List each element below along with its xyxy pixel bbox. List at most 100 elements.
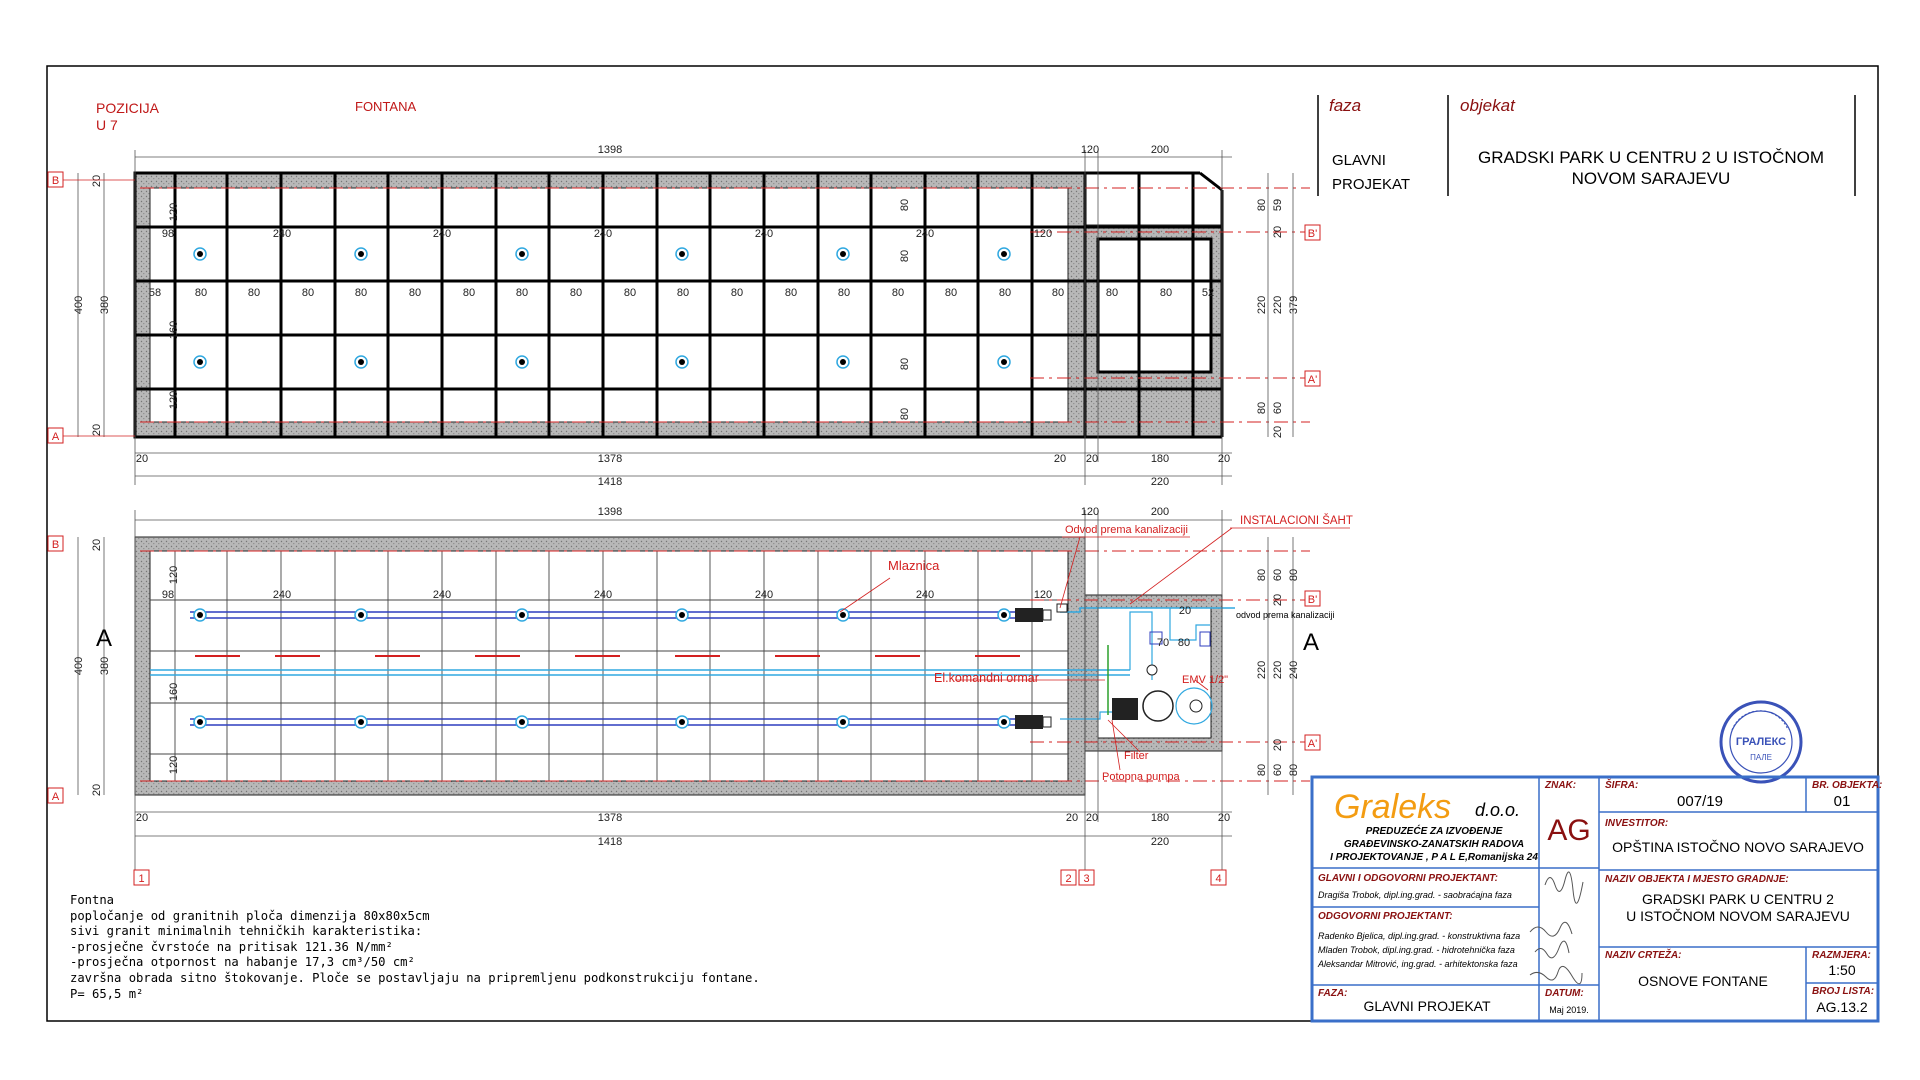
br-objekta-value: 01 bbox=[1834, 793, 1851, 810]
svg-text:60: 60 bbox=[1272, 764, 1284, 776]
svg-text:220: 220 bbox=[1256, 661, 1268, 679]
label-instalacioni-saht: INSTALACIONI ŠAHT bbox=[1240, 514, 1353, 527]
svg-text:ГРАЛЕКС: ГРАЛЕКС bbox=[1736, 736, 1786, 748]
svg-text:380: 380 bbox=[99, 296, 111, 314]
svg-text:20: 20 bbox=[1272, 226, 1284, 238]
svg-text:80: 80 bbox=[892, 287, 904, 299]
axis-a2-label: A' bbox=[1308, 374, 1317, 386]
svg-text:80: 80 bbox=[1256, 764, 1268, 776]
svg-text:20: 20 bbox=[91, 424, 103, 436]
svg-text:59: 59 bbox=[1272, 199, 1284, 211]
svg-text:20: 20 bbox=[1272, 594, 1284, 606]
label-filter: Filter bbox=[1124, 750, 1149, 762]
svg-text:20: 20 bbox=[1272, 739, 1284, 751]
datum-value: Maj 2019. bbox=[1549, 1005, 1589, 1015]
svg-text:B: B bbox=[52, 539, 59, 551]
tile-dims-row: 58 80 80 80 80 80 80 80 80 80 80 80 80 8… bbox=[149, 287, 1214, 299]
svg-text:80: 80 bbox=[838, 287, 850, 299]
svg-text:60: 60 bbox=[1272, 569, 1284, 581]
svg-text:80: 80 bbox=[677, 287, 689, 299]
svg-text:240: 240 bbox=[433, 589, 451, 601]
plan-top: 1398 120 200 20 1378 20 20 180 20 1418 2… bbox=[47, 144, 1321, 488]
note-line: završna obrada sitno štokovanje. Ploče s… bbox=[70, 970, 760, 985]
svg-text:20: 20 bbox=[1054, 453, 1066, 465]
svg-text:1418: 1418 bbox=[598, 476, 622, 488]
svg-text:160: 160 bbox=[168, 683, 180, 701]
company-logo: Graleks bbox=[1334, 788, 1451, 826]
svg-text:B': B' bbox=[1308, 594, 1317, 606]
tile-grid-main bbox=[133, 171, 1087, 439]
svg-text:GRADSKI PARK U CENTRU 2: GRADSKI PARK U CENTRU 2 bbox=[1642, 891, 1834, 907]
svg-text:220: 220 bbox=[1151, 836, 1169, 848]
objekat-line1: GRADSKI PARK U CENTRU 2 U ISTOČNOM bbox=[1478, 148, 1824, 167]
grid-axis-3: 3 bbox=[1083, 873, 1089, 885]
svg-text:80: 80 bbox=[1288, 764, 1300, 776]
svg-text:BROJ LISTA:: BROJ LISTA: bbox=[1812, 986, 1874, 997]
svg-text:ZNAK:: ZNAK: bbox=[1544, 780, 1576, 791]
svg-text:120: 120 bbox=[1034, 589, 1052, 601]
title-block: Graleks d.o.o. PREDUZEĆE ZA IZVOĐENJE GR… bbox=[1310, 775, 1882, 1023]
svg-text:ODGOVORNI PROJEKTANT:: ODGOVORNI PROJEKTANT: bbox=[1318, 911, 1453, 922]
razmjera-value: 1:50 bbox=[1828, 962, 1855, 978]
svg-text:120: 120 bbox=[1081, 144, 1099, 156]
svg-text:BR. OBJEKTA:: BR. OBJEKTA: bbox=[1812, 780, 1882, 791]
svg-text:220: 220 bbox=[1272, 296, 1284, 314]
svg-text:20: 20 bbox=[91, 539, 103, 551]
svg-text:80: 80 bbox=[1178, 637, 1190, 649]
svg-text:GLAVNI I ODGOVORNI PROJEKTANT:: GLAVNI I ODGOVORNI PROJEKTANT: bbox=[1318, 873, 1498, 884]
header: POZICIJA U 7 FONTANA faza GLAVNI PROJEKA… bbox=[96, 95, 1856, 196]
znak-value: AG bbox=[1547, 814, 1590, 847]
svg-text:Aleksandar Mitrović, ing.grad.: Aleksandar Mitrović, ing.grad. - arhitek… bbox=[1317, 959, 1518, 969]
objekat-label: objekat bbox=[1460, 96, 1516, 115]
svg-text:80: 80 bbox=[731, 287, 743, 299]
svg-text:220: 220 bbox=[1151, 476, 1169, 488]
axis-b-label: B bbox=[52, 175, 59, 187]
company-stamp: ГРАЛЕКС ПАЛЕ bbox=[1719, 700, 1803, 784]
svg-text:ŠIFRA:: ŠIFRA: bbox=[1605, 778, 1638, 791]
naziv-crteza-value: OSNOVE FONTANE bbox=[1638, 973, 1768, 989]
svg-text:NAZIV OBJEKTA I MJESTO GRADNJE: NAZIV OBJEKTA I MJESTO GRADNJE: bbox=[1605, 874, 1789, 885]
svg-text:20: 20 bbox=[1179, 605, 1191, 617]
axis-a-label: A bbox=[52, 431, 60, 443]
company-suffix: d.o.o. bbox=[1475, 800, 1520, 820]
objekat-line2: NOVOM SARAJEVU bbox=[1572, 169, 1731, 188]
nozzles-bottom bbox=[193, 608, 1011, 729]
note-line: -prosječne čvrstoće na pritisak 121.36 N… bbox=[70, 939, 393, 954]
svg-text:80: 80 bbox=[302, 287, 314, 299]
svg-text:80: 80 bbox=[785, 287, 797, 299]
note-line: -prosječna otpornost na habanje 17,3 cm³… bbox=[70, 955, 415, 970]
svg-text:80: 80 bbox=[463, 287, 475, 299]
svg-text:20: 20 bbox=[91, 175, 103, 187]
drawing-title: FONTANA bbox=[355, 99, 416, 114]
svg-text:80: 80 bbox=[899, 358, 911, 370]
svg-text:60: 60 bbox=[1272, 402, 1284, 414]
grid-axis-4: 4 bbox=[1215, 873, 1221, 885]
section-mark-right: A bbox=[1303, 629, 1319, 656]
svg-text:A: A bbox=[52, 791, 60, 803]
svg-text:240: 240 bbox=[1288, 661, 1300, 679]
svg-text:80: 80 bbox=[1256, 402, 1268, 414]
label-odvod-top: Odvod prema kanalizaciji bbox=[1065, 524, 1188, 536]
svg-text:80: 80 bbox=[1106, 287, 1118, 299]
svg-text:RAZMJERA:: RAZMJERA: bbox=[1812, 950, 1871, 961]
svg-text:120: 120 bbox=[168, 391, 180, 409]
grid-axis-1: 1 bbox=[138, 873, 144, 885]
svg-text:220: 220 bbox=[1272, 661, 1284, 679]
axis-b2-label: B' bbox=[1308, 228, 1317, 240]
svg-text:240: 240 bbox=[916, 228, 934, 240]
svg-text:1398: 1398 bbox=[598, 506, 622, 518]
signatures bbox=[1529, 871, 1584, 985]
svg-text:400: 400 bbox=[73, 657, 85, 675]
svg-text:180: 180 bbox=[1151, 812, 1169, 824]
svg-text:240: 240 bbox=[433, 228, 451, 240]
svg-text:120: 120 bbox=[1081, 506, 1099, 518]
grid-axis-2: 2 bbox=[1065, 873, 1071, 885]
svg-text:80: 80 bbox=[570, 287, 582, 299]
note-line: sivi granit minimalnih tehničkih karakte… bbox=[70, 924, 423, 939]
svg-text:20: 20 bbox=[91, 784, 103, 796]
sheet-border bbox=[46, 65, 1879, 1022]
svg-text:I PROJEKTOVANJE , P A L E,Roma: I PROJEKTOVANJE , P A L E,Romanijska 24 bbox=[1330, 852, 1538, 863]
svg-text:80: 80 bbox=[195, 287, 207, 299]
label-odvod-right: odvod prema kanalizaciji bbox=[1236, 610, 1335, 620]
svg-text:98: 98 bbox=[162, 589, 174, 601]
